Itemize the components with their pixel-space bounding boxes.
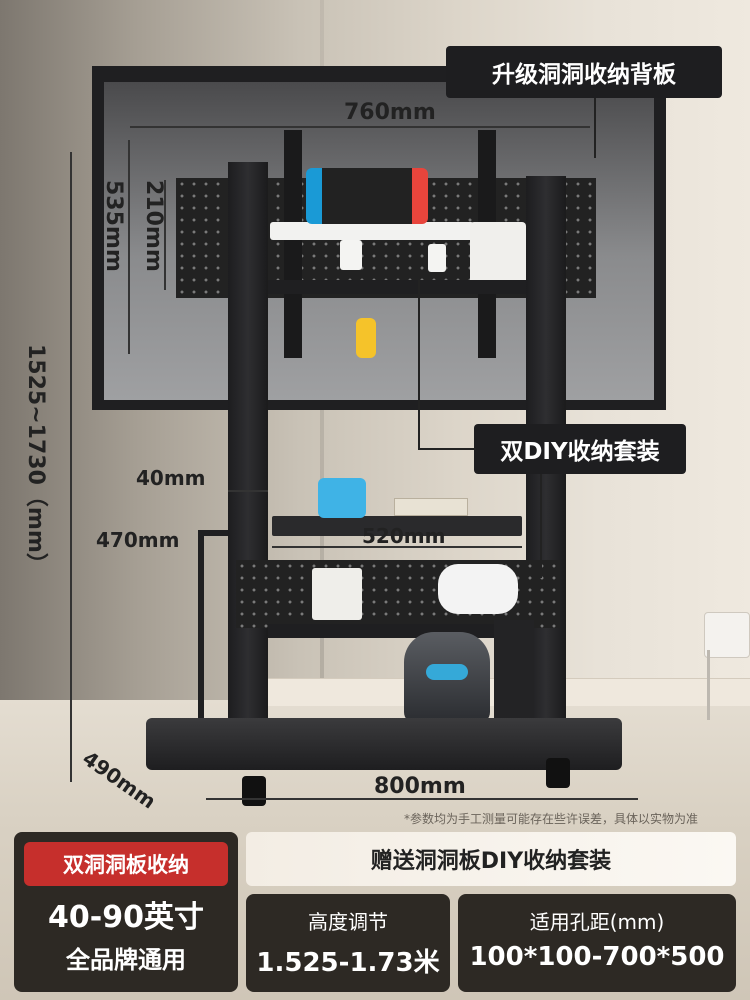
callout-mid-label: 双DIY收纳套装: [474, 424, 686, 474]
books: [394, 498, 468, 516]
callout-mid-line-h: [418, 448, 476, 450]
screen-size: 40-90英寸: [48, 900, 204, 935]
feature-panel: 双洞洞板收纳 40-90英寸 全品牌通用: [14, 832, 238, 992]
console-joycon-right: [412, 168, 428, 224]
brand-compat: 全品牌通用: [66, 946, 186, 974]
spec-panel: 赠送洞洞板DIY收纳套装 高度调节 1.525-1.73米 适用孔距(mm) 1…: [246, 832, 736, 992]
white-basket: [470, 222, 526, 284]
dim-760: 760mm: [344, 100, 436, 125]
feature-badge: 双洞洞板收纳: [24, 842, 228, 886]
dim-535: 535mm: [101, 180, 126, 272]
callout-mid-line-v: [418, 252, 420, 450]
height-spec: 高度调节 1.525-1.73米: [246, 894, 450, 992]
wall-socket: [704, 612, 750, 658]
pole-left: [228, 162, 268, 740]
disclaimer-note: *参数均为手工测量可能存在些许误差，具体以实物为准: [404, 812, 699, 826]
base-plate: [146, 718, 622, 770]
wheel-front-right: [546, 758, 570, 788]
gift-banner: 赠送洞洞板DIY收纳套装: [246, 832, 736, 886]
hole-title: 适用孔距(mm): [529, 910, 665, 934]
dim-line-800: [206, 798, 638, 800]
hook-white-1: [340, 240, 362, 270]
dim-line-height: [70, 152, 72, 782]
crossbar-top: [268, 280, 526, 294]
speaker-light: [426, 664, 468, 680]
dim-470: 470mm: [96, 528, 180, 552]
height-value: 1.525-1.73米: [256, 948, 440, 978]
console-screen: [316, 168, 416, 224]
hole-spec: 适用孔距(mm) 100*100-700*500: [458, 894, 736, 992]
dim-line-520: [272, 546, 522, 548]
hanging-joycon: [356, 318, 376, 358]
console-joycon-left: [306, 168, 322, 224]
spec-footer: 双洞洞板收纳 40-90英寸 全品牌通用 赠送洞洞板DIY收纳套装 高度调节 1…: [14, 832, 736, 992]
dim-520: 520mm: [362, 524, 446, 548]
height-title: 高度调节: [308, 910, 388, 934]
dim-210: 210mm: [141, 180, 166, 272]
game-controller: [438, 564, 518, 614]
callout-top-label: 升级洞洞收纳背板: [446, 46, 722, 98]
dim-line-210: [164, 180, 166, 290]
side-frame-right: [494, 620, 534, 720]
dim-height-range: 1525~1730（mm）: [23, 344, 48, 575]
power-cable: [700, 650, 710, 720]
vesa-arm-left: [284, 130, 302, 358]
dim-40: 40mm: [136, 466, 206, 490]
callout-mid-line-down: [540, 474, 542, 578]
wheel-front-left: [242, 776, 266, 806]
dim-line-535: [128, 140, 130, 354]
dim-line-760: [130, 126, 590, 128]
crossbar-bottom: [268, 624, 526, 638]
tv-box: [318, 478, 366, 518]
side-frame: [198, 530, 228, 726]
dim-800: 800mm: [374, 774, 466, 799]
white-shelf: [270, 222, 474, 240]
hole-value: 100*100-700*500: [469, 942, 725, 972]
hook-white-2: [428, 244, 446, 272]
glass-shelf: [272, 516, 522, 536]
dim-line-40: [228, 490, 268, 492]
callout-top-line: [594, 98, 596, 158]
white-bin: [312, 568, 362, 620]
